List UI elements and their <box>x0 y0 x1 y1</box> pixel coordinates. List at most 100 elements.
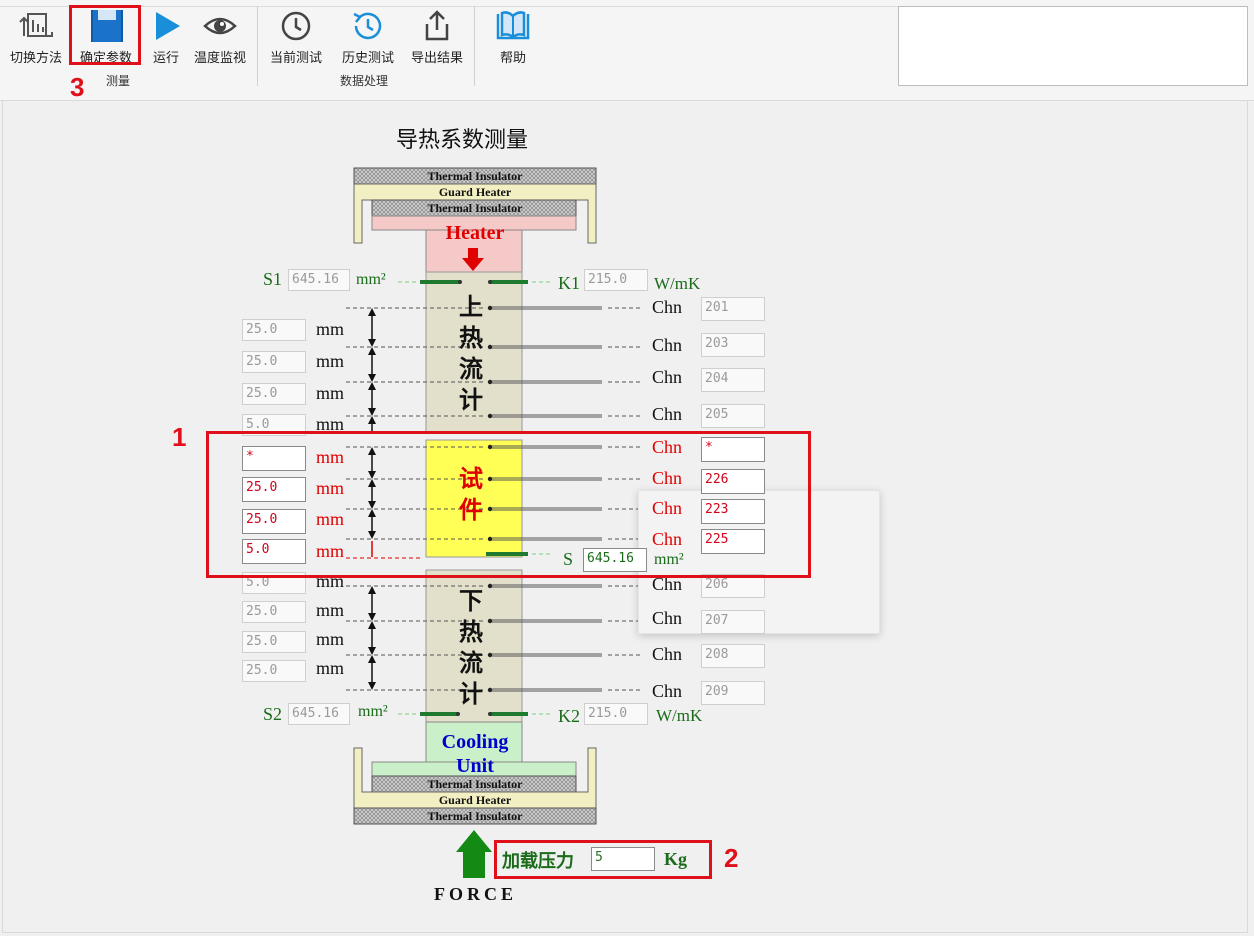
specimen-channel-field-1[interactable]: * <box>701 437 765 462</box>
ribbon-toolbar: 切换方法 确定参数 运行 温度监视 测量 当前测试 <box>0 0 1254 101</box>
specimen-channel-field-3[interactable]: 223 <box>701 499 765 524</box>
force-arrow <box>456 830 492 878</box>
upper-thickness-field-3[interactable]: 25.0 <box>242 383 306 405</box>
force-label: FORCE <box>434 884 517 904</box>
upper-meter-char: 热 <box>459 324 483 352</box>
switch-method-button[interactable]: 切换方法 <box>4 8 68 66</box>
mm-unit: mm <box>316 383 345 403</box>
annotation-box-1 <box>206 431 811 578</box>
heater-arrow <box>462 248 484 271</box>
history-test-button[interactable]: 历史测试 <box>336 8 400 66</box>
upper-thickness-field-4[interactable]: 5.0 <box>242 414 306 436</box>
s1-label: S1 <box>263 269 283 289</box>
export-icon <box>425 10 449 41</box>
temperature-monitor-button[interactable]: 温度监视 <box>190 8 250 66</box>
upper-channel-field-4[interactable]: 205 <box>701 404 765 428</box>
specimen-label: 试 件 <box>451 464 491 526</box>
lower-channel-field-2[interactable]: 207 <box>701 610 765 634</box>
upper-thickness-field-2[interactable]: 25.0 <box>242 351 306 373</box>
bottom-thermal-insulator-outer <box>353 807 597 825</box>
save-icon <box>91 10 123 42</box>
s2-area-field[interactable]: 645.16 <box>288 703 350 725</box>
lower-meter-char: 流 <box>459 649 483 677</box>
thermocouple-level-lines <box>346 307 486 691</box>
lower-channel-field-3[interactable]: 208 <box>701 644 765 668</box>
specimen-char: 件 <box>459 496 483 524</box>
s1-unit: mm² <box>356 271 386 288</box>
heater-label: Heater <box>446 222 505 244</box>
cooling-unit-label-line2: Unit <box>456 755 494 777</box>
specimen-thickness-field-1[interactable]: * <box>242 446 306 471</box>
upper-thickness-field-1[interactable]: 25.0 <box>242 319 306 341</box>
mm-unit-red: mm <box>316 509 345 529</box>
load-pressure-label: 加载压力 <box>502 851 574 871</box>
annotation-number-3: 3 <box>70 72 85 102</box>
load-unit: Kg <box>664 849 688 869</box>
upper-meter-label: 上 热 流 计 <box>451 292 491 416</box>
upper-channel-field-3[interactable]: 204 <box>701 368 765 392</box>
run-button[interactable]: 运行 <box>144 8 188 66</box>
group-label-measure: 测量 <box>106 74 131 88</box>
specimen-thickness-field-4[interactable]: 5.0 <box>242 539 306 564</box>
top-insulator-outer-text: Thermal Insulator <box>427 169 523 183</box>
s-label: S <box>563 549 574 569</box>
toolbar-blank-panel <box>898 6 1248 86</box>
history-icon <box>353 12 382 40</box>
book-icon <box>496 11 530 40</box>
s1-area-field[interactable]: 645.16 <box>288 269 350 291</box>
chn-label-red: Chn <box>652 498 683 518</box>
bottom-insulator-inner-text: Thermal Insulator <box>427 777 523 791</box>
lower-thickness-field-4[interactable]: 25.0 <box>242 660 306 682</box>
chn-label-red: Chn <box>652 468 683 488</box>
export-results-button[interactable]: 导出结果 <box>406 8 468 66</box>
annotation-number-1: 1 <box>172 422 187 452</box>
mm-unit: mm <box>316 319 345 339</box>
specimen-thickness-field-2[interactable]: 25.0 <box>242 477 306 502</box>
k2-conductivity-field[interactable]: 215.0 <box>584 703 648 725</box>
lower-channel-field-4[interactable]: 209 <box>701 681 765 705</box>
lower-meter-label: 下 热 流 计 <box>451 586 491 710</box>
upper-channel-field-2[interactable]: 203 <box>701 333 765 357</box>
k1-label: K1 <box>558 273 580 293</box>
help-button[interactable]: 帮助 <box>490 8 536 66</box>
mm-unit-red: mm <box>316 447 345 467</box>
k2-unit: W/mK <box>656 706 703 725</box>
s2-unit: mm² <box>358 703 388 720</box>
specimen-thickness-field-3[interactable]: 25.0 <box>242 509 306 534</box>
specimen-channel-field-2[interactable]: 226 <box>701 469 765 494</box>
area-sensor-bars <box>420 280 528 716</box>
lower-channel-field-1[interactable]: 206 <box>701 574 765 598</box>
upper-heat-flux-meter <box>425 271 523 434</box>
annotation-box-3 <box>69 5 141 65</box>
bottom-insulator-outer-text: Thermal Insulator <box>427 809 523 823</box>
annotation-number-2: 2 <box>724 843 739 873</box>
chn-label: Chn <box>652 297 683 317</box>
chn-label: Chn <box>652 404 683 424</box>
upper-channel-field-1[interactable]: 201 <box>701 297 765 321</box>
mm-unit-red: mm <box>316 541 345 561</box>
chn-label: Chn <box>652 335 683 355</box>
load-pressure-field[interactable]: 5 <box>591 847 655 871</box>
upper-meter-char: 计 <box>459 386 483 414</box>
specimen-channel-field-4[interactable]: 225 <box>701 529 765 554</box>
current-test-button[interactable]: 当前测试 <box>264 8 328 66</box>
eye-icon <box>203 17 237 35</box>
play-icon <box>156 12 180 40</box>
page-title: 导热系数测量 <box>396 128 529 153</box>
lower-thickness-field-2[interactable]: 25.0 <box>242 601 306 623</box>
export-results-label: 导出结果 <box>410 51 463 66</box>
chn-label: Chn <box>652 367 683 387</box>
chn-label: Chn <box>652 608 683 628</box>
k1-conductivity-field[interactable]: 215.0 <box>584 269 648 291</box>
specimen-area-field[interactable]: 645.16 <box>583 548 647 572</box>
group-label-data-processing: 数据处理 <box>340 74 389 88</box>
lower-meter-char: 计 <box>459 680 483 708</box>
lower-heat-flux-meter <box>425 569 523 723</box>
chn-label: Chn <box>652 644 683 664</box>
toolbar-separator <box>474 6 475 86</box>
switch-method-icon <box>19 13 53 37</box>
upper-meter-char: 流 <box>459 355 483 383</box>
chn-label-red: Chn <box>652 437 683 457</box>
s-unit: mm² <box>654 551 684 568</box>
lower-thickness-field-3[interactable]: 25.0 <box>242 631 306 653</box>
